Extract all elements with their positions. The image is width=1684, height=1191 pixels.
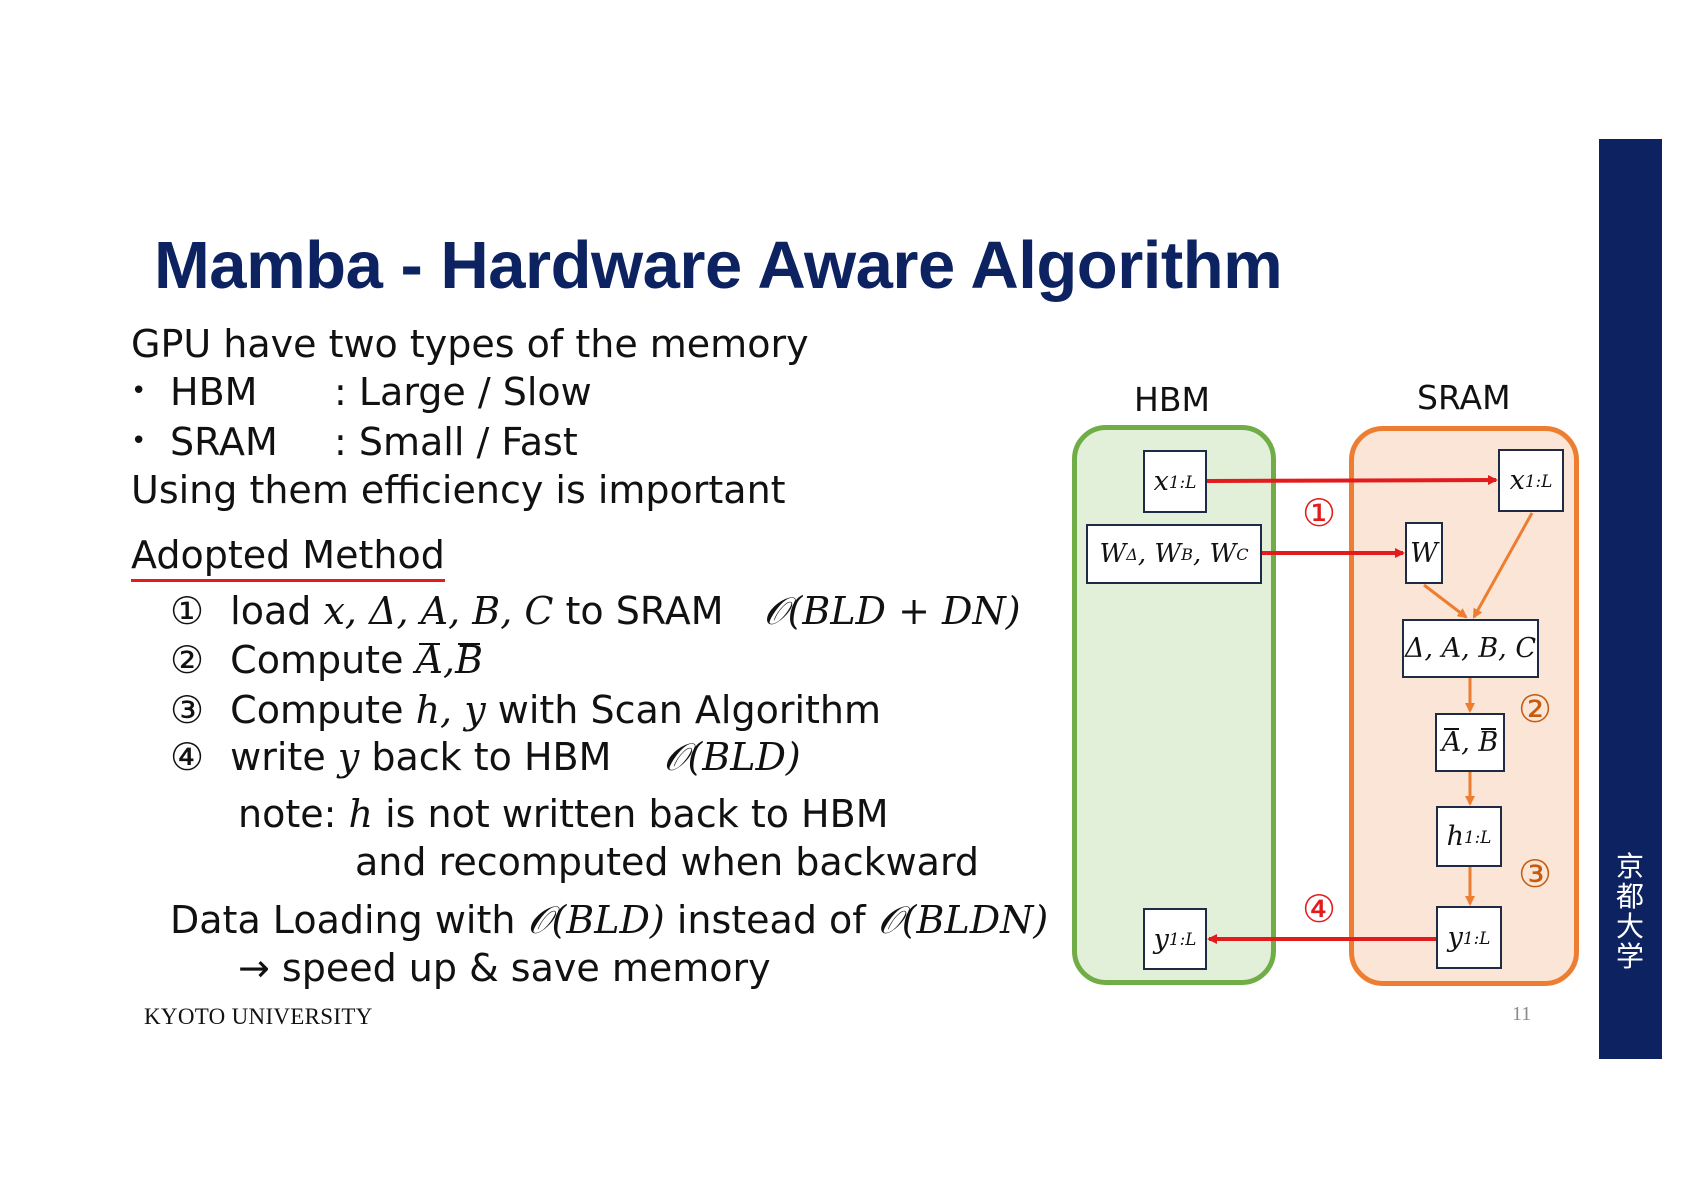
step-3-pre: Compute xyxy=(230,688,404,732)
step-4-vars: y xyxy=(337,735,360,779)
step-4: ④ write y back to HBM 𝒪(BLD) xyxy=(170,738,801,776)
step-1-pre: load xyxy=(230,589,312,633)
step-4-number: ④ xyxy=(170,735,205,779)
hbm-y-var: y xyxy=(1153,923,1169,955)
load-x-arrow xyxy=(1206,475,1498,486)
sram-x-var: x xyxy=(1509,465,1525,496)
step-2-var-a: A xyxy=(415,638,444,682)
sram-ab-a: A xyxy=(1441,727,1462,758)
bullet-dot: • xyxy=(131,426,147,456)
sram-h-var: h xyxy=(1446,821,1464,852)
sram-y-var: y xyxy=(1447,922,1463,953)
university-logo-text: KYOTO UNIVERSITY xyxy=(144,1004,373,1029)
bullet-sram: • SRAM : Small / Fast xyxy=(131,423,578,461)
step-3-vars: h, y xyxy=(415,688,486,732)
hbm-w-var: W xyxy=(1154,539,1182,569)
note-line-1: note: h is not written back to HBM xyxy=(238,795,888,833)
bullet-hbm-term: HBM xyxy=(170,370,258,414)
bullet-dot: • xyxy=(131,376,147,406)
data-loading-complexity-2: 𝒪(BLDN) xyxy=(877,898,1049,942)
hbm-w-sub-c: C xyxy=(1236,544,1249,564)
page-number: 11 xyxy=(1512,1003,1532,1025)
speed-up-line: → speed up & save memory xyxy=(238,946,771,990)
note-var: h xyxy=(348,792,373,836)
hbm-label: HBM xyxy=(1134,380,1210,419)
hbm-w-var: W xyxy=(1209,539,1237,569)
step-1-post: to SRAM xyxy=(565,589,724,633)
data-loading-mid: instead of xyxy=(676,898,866,942)
step-2-marker: ② xyxy=(1518,687,1553,731)
intro-line: GPU have two types of the memory xyxy=(131,322,809,366)
step-4-post: back to HBM xyxy=(371,735,612,779)
sram-y-sub: 1:L xyxy=(1462,927,1491,948)
x-to-params-arrow xyxy=(1472,512,1534,619)
adopted-heading-text: Adopted Method xyxy=(131,533,445,582)
hbm-x-sub: 1:L xyxy=(1168,471,1197,492)
w-to-params-arrow xyxy=(1423,583,1468,619)
hbm-w-var: W xyxy=(1099,539,1127,569)
hbm-x-var: x xyxy=(1153,466,1169,497)
step-1-marker: ① xyxy=(1302,491,1337,535)
step-4-pre: write xyxy=(230,735,326,779)
step-2-number: ② xyxy=(170,638,205,682)
bullet-sram-term: SRAM xyxy=(170,420,278,464)
note-post: is not written back to HBM xyxy=(385,792,889,836)
step-1-number: ① xyxy=(170,589,205,633)
sram-panel xyxy=(1349,426,1579,986)
data-loading-line: Data Loading with 𝒪(BLD) instead of 𝒪(BL… xyxy=(170,901,1048,939)
step-2: ② Compute A,B xyxy=(170,641,483,679)
note-line-2: and recomputed when backward xyxy=(355,840,980,884)
sram-w-var: W xyxy=(1410,537,1438,569)
step-2-pre: Compute xyxy=(230,638,404,682)
step-2-sep: , xyxy=(443,638,456,682)
brand-sidebar xyxy=(1599,139,1662,1059)
sram-w-box: W xyxy=(1405,522,1443,584)
data-loading-complexity-1: 𝒪(BLD) xyxy=(527,898,665,942)
bullet-hbm: • HBM : Large / Slow xyxy=(131,373,592,411)
step-4-complexity: 𝒪(BLD) xyxy=(663,735,801,779)
sram-discretized-box: A, B xyxy=(1435,713,1505,772)
step-4-marker: ④ xyxy=(1302,887,1337,931)
step-3-marker: ③ xyxy=(1518,852,1553,896)
step-3-post: with Scan Algorithm xyxy=(497,688,882,732)
sram-ab-b: B xyxy=(1478,727,1499,758)
bullet-hbm-desc: : Large / Slow xyxy=(334,370,592,414)
step-3-number: ③ xyxy=(170,688,205,732)
bullet-sram-desc: : Small / Fast xyxy=(334,420,578,464)
adopted-heading: Adopted Method xyxy=(131,533,445,582)
hbm-w-sub-delta: Δ xyxy=(1126,544,1138,564)
sram-params: Δ, A, B, C xyxy=(1405,633,1536,664)
step-1: ① load x, Δ, A, B, C to SRAM 𝒪(BLD + DN) xyxy=(170,592,1021,630)
sram-x-sub: 1:L xyxy=(1524,470,1553,491)
note-pre: note: xyxy=(238,792,337,836)
sram-h-sub: 1:L xyxy=(1463,826,1492,847)
step-1-vars: x, Δ, A, B, C xyxy=(323,589,554,633)
slide-title: Mamba - Hardware Aware Algorithm xyxy=(154,228,1283,303)
university-seal-text: 京都大学 xyxy=(1615,850,1644,973)
sram-label: SRAM xyxy=(1417,378,1511,417)
intro-importance: Using them efficiency is important xyxy=(131,468,786,512)
data-loading-pre: Data Loading with xyxy=(170,898,516,942)
step-2-var-b: B xyxy=(455,638,484,682)
hbm-panel xyxy=(1072,425,1276,985)
step-1-complexity: 𝒪(BLD + DN) xyxy=(763,589,1021,633)
step-3: ③ Compute h, y with Scan Algorithm xyxy=(170,691,881,729)
hbm-w-sub-b: B xyxy=(1181,544,1193,564)
hbm-y-sub: 1:L xyxy=(1168,929,1197,949)
sram-params-box: Δ, A, B, C xyxy=(1402,619,1539,678)
